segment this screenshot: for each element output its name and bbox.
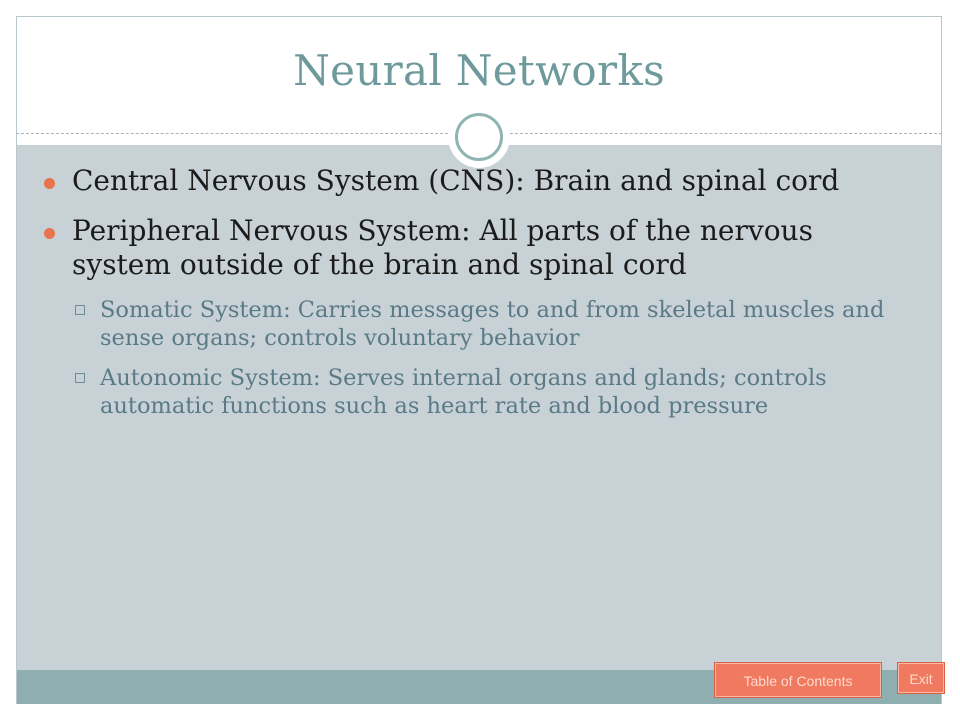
sub-bullet-text: Somatic System: Carries messages to and … (100, 297, 885, 351)
bullet-item-cns: Central Nervous System (CNS): Brain and … (40, 164, 920, 198)
hollow-square-icon (75, 373, 85, 383)
slide-title: Neural Networks (293, 46, 665, 95)
table-of-contents-button[interactable]: Table of Contents (714, 662, 882, 698)
sub-bullet-list: Somatic System: Carries messages to and … (70, 296, 920, 420)
title-area: Neural Networks (16, 16, 942, 134)
ring-icon-stroke (455, 113, 503, 161)
exit-button[interactable]: Exit (897, 662, 945, 694)
bullet-text: Central Nervous System (CNS): Brain and … (72, 164, 840, 197)
content-background (17, 145, 941, 670)
hollow-square-icon (75, 305, 85, 315)
sub-bullet-autonomic: Autonomic System: Serves internal organs… (70, 364, 920, 420)
filled-circle-icon (44, 228, 55, 239)
bullet-list: Central Nervous System (CNS): Brain and … (40, 164, 920, 436)
sub-bullet-somatic: Somatic System: Carries messages to and … (70, 296, 920, 352)
ring-icon (448, 106, 510, 168)
bullet-text: Peripheral Nervous System: All parts of … (72, 214, 813, 281)
sub-bullet-text: Autonomic System: Serves internal organs… (100, 365, 827, 419)
filled-circle-icon (44, 178, 55, 189)
bullet-item-pns: Peripheral Nervous System: All parts of … (40, 214, 920, 420)
